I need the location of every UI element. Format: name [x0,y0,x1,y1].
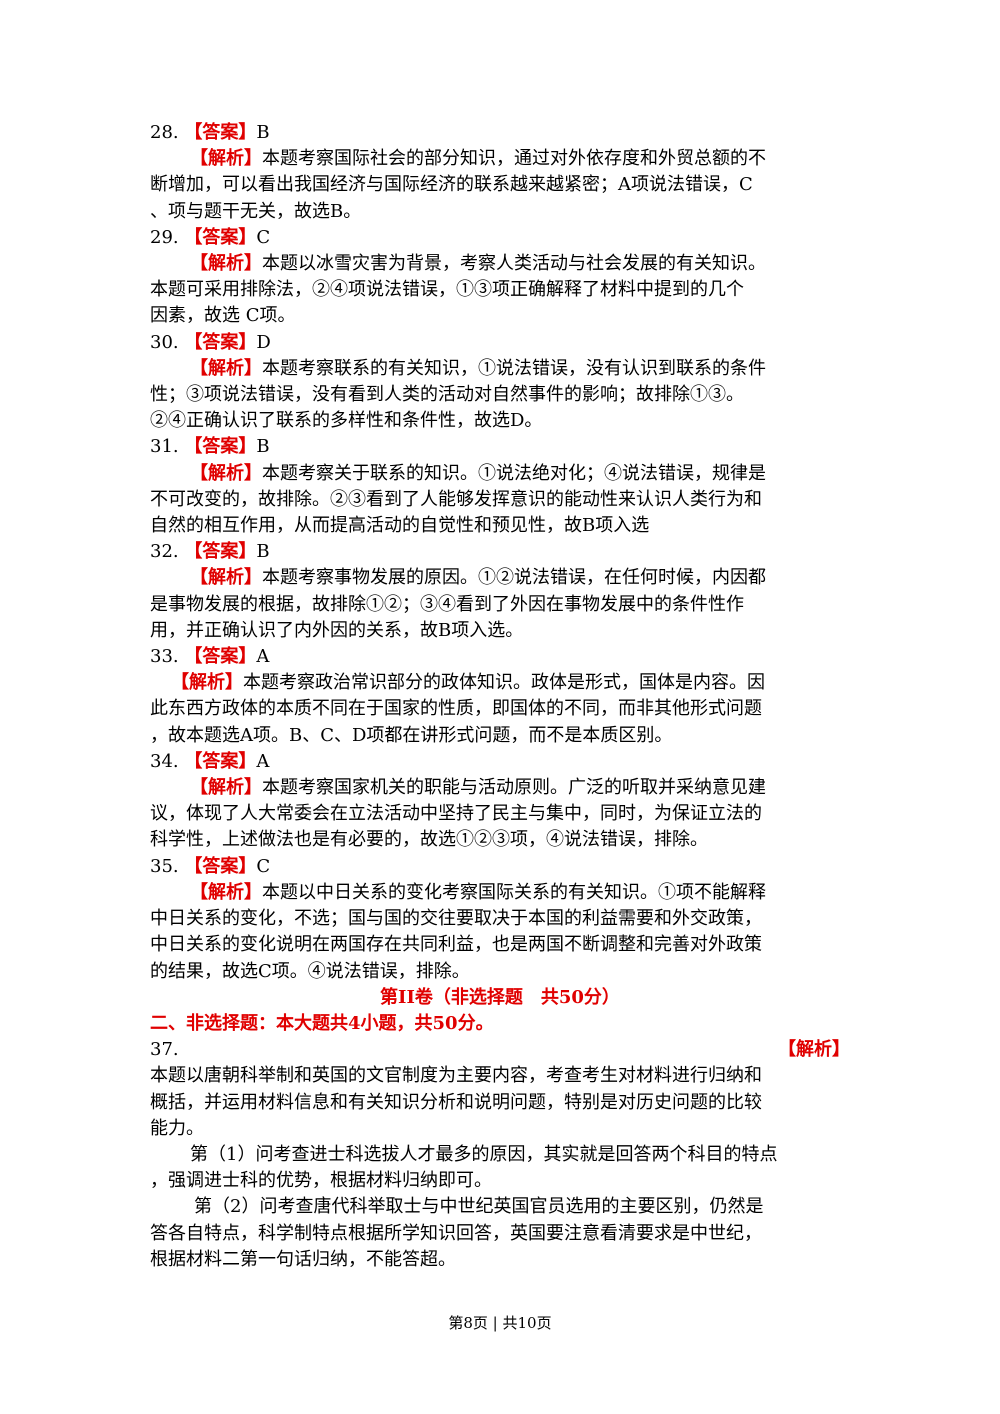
answer-line-33: 33. 【答案】A [150,646,270,668]
answer-line-30: 30. 【答案】D [150,331,271,353]
analysis-line: 中日关系的变化说明在两国存在共同利益，也是两国不断调整和完善对外政策 [150,934,762,956]
analysis-line: 因素，故选 C项。 [150,305,296,327]
analysis-line: 第（2）问考查唐代科举取士与中世纪英国官员选用的主要区别，仍然是 [194,1196,764,1218]
question-number: 37. [150,1039,179,1061]
analysis-line: 【解析】本题以中日关系的变化考察国际关系的有关知识。①项不能解释 [190,881,766,903]
analysis-line: 议，体现了人大常委会在立法活动中坚持了民主与集中，同时，为保证立法的 [150,803,762,825]
answer-letter: B [256,122,270,143]
analysis-line: 本题可采用排除法，②④项说法错误，①③项正确解释了材料中提到的几个 [150,279,744,301]
analysis-line: 【解析】本题以冰雪灾害为背景，考察人类活动与社会发展的有关知识。 [190,253,766,275]
analysis-line: 答各自特点，科学制特点根据所学知识回答，英国要注意看清要求是中世纪， [150,1222,762,1244]
analysis-line: 断增加，可以看出我国经济与国际经济的联系越来越紧密；A项说法错误，C [150,174,753,196]
analysis-line: ，故本题选A项。B、C、D项都在讲形式问题，而不是本质区别。 [150,724,673,746]
analysis-line: 科学性，上述做法也是有必要的，故选①②③项，④说法错误，排除。 [150,829,708,851]
analysis-tag: 【解析】 [190,148,262,170]
analysis-line: 的结果，故选C项。④说法错误，排除。 [150,960,470,982]
question-number: 28. [150,122,185,143]
analysis-line: ，强调进士科的优势，根据材料归纳即可。 [150,1170,492,1192]
analysis-line: 第（1）问考查进士科选拔人才最多的原因，其实就是回答两个科目的特点 [190,1143,778,1165]
analysis-line: 性；③项说法错误，没有看到人类的活动对自然事件的影响；故排除①③。 [150,384,744,406]
answer-line-29: 29. 【答案】C [150,226,271,248]
question-37-header: 37. 【解析】 [150,1037,850,1063]
analysis-line: 【解析】本题考察国际社会的部分知识，通过对外依存度和外贸总额的不 [190,148,766,170]
analysis-line: 【解析】本题考察国家机关的职能与活动原则。广泛的听取并采纳意见建 [190,777,766,799]
part-heading: 二、非选择题：本大题共4小题，共50分。 [150,1012,494,1034]
analysis-line: 中日关系的变化，不选；国与国的交往要取决于本国的利益需要和外交政策， [150,908,762,930]
answer-tag: 【答案】 [184,122,257,143]
analysis-line: 不可改变的，故排除。②③看到了人能够发挥意识的能动性来认识人类行为和 [150,488,762,510]
analysis-line: 能力。 [150,1117,204,1139]
analysis-line: 【解析】本题考察联系的有关知识，①说法错误，没有认识到联系的条件 [190,357,766,379]
answer-line-31: 31. 【答案】B [150,436,270,458]
analysis-line: 是事物发展的根据，故排除①②；③④看到了外因在事物发展中的条件性作 [150,593,744,615]
page-footer: 第8页 | 共10页 [448,1314,552,1332]
analysis-line: 根据材料二第一句话归纳，不能答超。 [150,1248,456,1270]
analysis-tag: 【解析】 [778,1039,850,1061]
analysis-line: 【解析】本题考察事物发展的原因。①②说法错误，在任何时候，内因都 [190,567,766,589]
answer-line-35: 35. 【答案】C [150,855,271,877]
analysis-line: 此东西方政体的本质不同在于国家的性质，即国体的不同，而非其他形式问题 [150,698,762,720]
analysis-line: 【解析】本题考察关于联系的知识。①说法绝对化；④说法错误，规律是 [190,462,766,484]
section-title: 第II卷（非选择题 共50分） [380,986,620,1008]
document-body: 28. 【答案】B 【解析】本题考察国际社会的部分知识，通过对外依存度和外贸总额… [150,120,850,1273]
answer-line-32: 32. 【答案】B [150,541,270,563]
analysis-line: ②④正确认识了联系的多样性和条件性，故选D。 [150,410,543,432]
analysis-line: 本题以唐朝科举制和英国的文官制度为主要内容，考查考生对材料进行归纳和 [150,1065,762,1087]
answer-line-34: 34. 【答案】A [150,750,270,772]
answer-line-28: 28. 【答案】B [150,120,850,146]
analysis-line: 、项与题干无关，故选B。 [150,200,362,222]
analysis-line: 【解析】本题考察政治常识部分的政体知识。政体是形式，国体是内容。因 [171,672,765,694]
analysis-line: 概括，并运用材料信息和有关知识分析和说明问题，特别是对历史问题的比较 [150,1091,762,1113]
analysis-line: 用，并正确认识了内外因的关系，故B项入选。 [150,619,524,641]
analysis-line: 自然的相互作用，从而提高活动的自觉性和预见性，故B项入选 [150,515,650,537]
